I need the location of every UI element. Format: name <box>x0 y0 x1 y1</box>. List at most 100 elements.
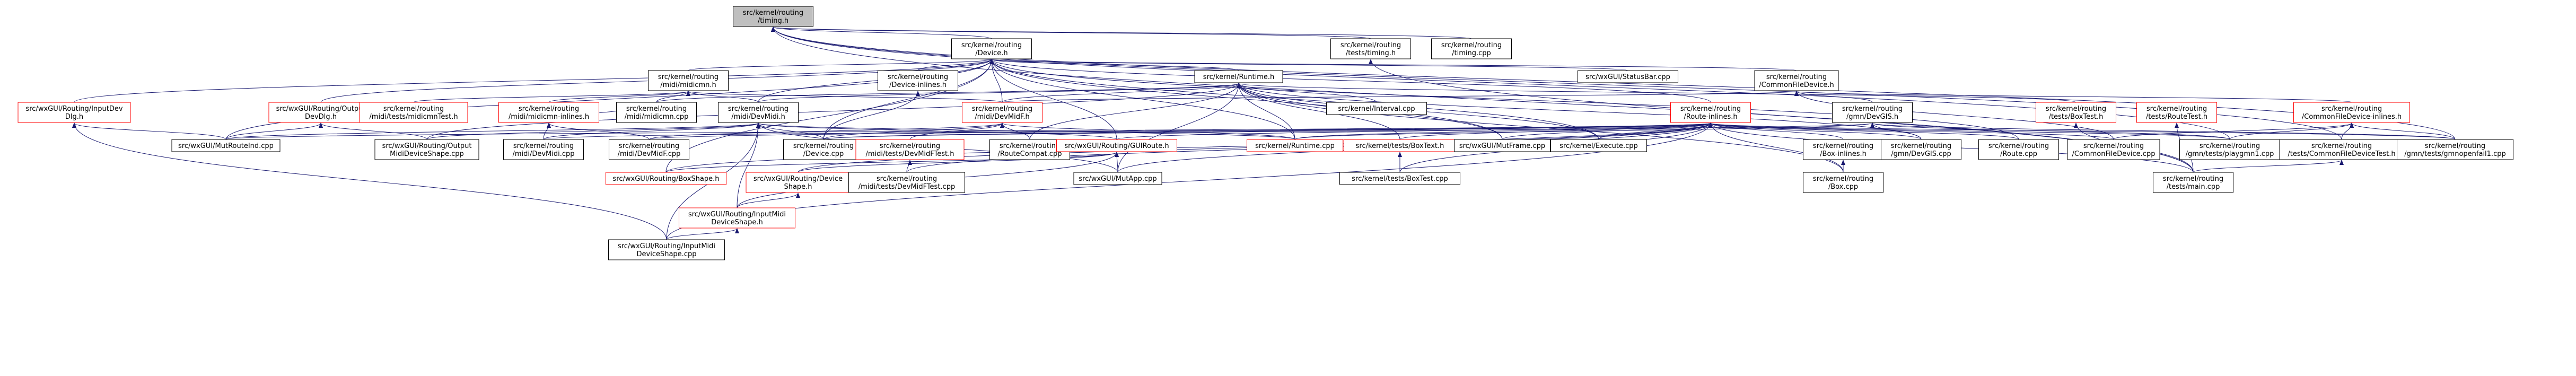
edge-inputdevdlg_h-to-device_h <box>74 59 994 103</box>
node-box <box>733 6 813 27</box>
node-gmn_devgis_h[interactable]: src/kernel/routing/gmn/DevGIS.h <box>1832 102 1913 123</box>
node-tests_boxtest_h[interactable]: src/kernel/routing/tests/BoxTest.h <box>2036 102 2116 123</box>
edge-device_cpp-to-device_inlines_h <box>823 91 920 140</box>
node-box <box>1578 70 1678 83</box>
node-box <box>679 207 795 229</box>
node-box <box>2293 102 2410 123</box>
node-label: src/wxGUI/Routing/InputDev <box>25 105 122 113</box>
node-box_inlines_h[interactable]: src/kernel/routing/Box-inlines.h <box>1803 139 1883 160</box>
node-devmidf_cpp[interactable]: src/kernel/routing/midi/DevMidF.cpp <box>609 139 689 160</box>
node-midicmn_inlines_h[interactable]: src/kernel/routing/midi/midicmn-inlines.… <box>498 102 599 123</box>
node-tests_routetest_h[interactable]: src/kernel/routing/tests/RouteTest.h <box>2136 102 2217 123</box>
node-label: src/wxGUI/StatusBar.cpp <box>1585 73 1670 81</box>
node-device_h[interactable]: src/kernel/routing/Device.h <box>951 38 1032 59</box>
edge-commonfiledevice_cpp-to-commonfiledevice_h <box>1794 91 2114 140</box>
node-playgmn_cpp[interactable]: src/kernel/routing/gmn/tests/playgmn1.cp… <box>2179 139 2280 160</box>
node-devmidi_h[interactable]: src/kernel/routing/midi/DevMidi.h <box>718 102 799 123</box>
node-runtime_cpp[interactable]: src/kernel/Runtime.cpp <box>1247 139 1343 152</box>
node-boxshape_h[interactable]: src/wxGUI/Routing/BoxShape.h <box>606 172 726 185</box>
node-interval_cpp[interactable]: src/kernel/Interval.cpp <box>1326 102 1427 115</box>
node-runtime_h[interactable]: src/kernel/Runtime.h <box>1194 70 1283 83</box>
node-label: src/kernel/Runtime.cpp <box>1255 142 1335 150</box>
node-tests_main_cpp[interactable]: src/kernel/routing/tests/main.cpp <box>2153 172 2233 193</box>
node-commonfiledevice_inlines_h[interactable]: src/kernel/routing/CommonFileDevice-inli… <box>2293 102 2410 123</box>
node-mutframe_cpp[interactable]: src/wxGUI/MutFrame.cpp <box>1454 139 1550 152</box>
edge-outputdeviceshape_cpp-to-runtime_h <box>426 83 1241 140</box>
edge-devmidf_h-to-device_h <box>989 59 1003 103</box>
node-midicmntest_h[interactable]: src/kernel/routing/midi/tests/midicmnTes… <box>359 102 468 123</box>
edge-device_cpp-to-route_inlines_h <box>823 123 1712 140</box>
edge-inputmidideviceshape_cpp-to-inputmidideviceshape_h <box>666 228 739 240</box>
node-label: /CommonFileDevice.cpp <box>2072 150 2156 158</box>
node-box <box>1326 102 1427 115</box>
node-statusbar_cpp[interactable]: src/wxGUI/StatusBar.cpp <box>1578 70 1678 83</box>
node-timing_cpp[interactable]: src/kernel/routing/timing.cpp <box>1431 38 1512 59</box>
node-label: src/wxGUI/Routing/GUIRoute.h <box>1064 142 1169 150</box>
node-label: DeviceShape.cpp <box>637 250 697 258</box>
edge-midicmn_cpp-to-runtime_h <box>656 83 1241 103</box>
node-label: src/kernel/routing <box>2163 175 2223 183</box>
node-execute_cpp[interactable]: src/kernel/Execute.cpp <box>1550 139 1647 152</box>
edge-playgmn_cpp-to-timing_h <box>771 27 2230 140</box>
node-route_cpp[interactable]: src/kernel/routing/Route.cpp <box>1978 139 2059 160</box>
node-tests_timing_h[interactable]: src/kernel/routing/tests/timing.h <box>1330 38 1411 59</box>
edge-devmidf_cpp-to-midicmn_inlines_h <box>547 123 650 140</box>
node-gmn_devgis_cpp[interactable]: src/kernel/routing/gmn/DevGIS.cpp <box>1881 139 1961 160</box>
node-midicmn_h[interactable]: src/kernel/routing/midi/midicmn.h <box>648 70 729 91</box>
node-box <box>951 38 1032 59</box>
node-devmidf_h[interactable]: src/kernel/routing/midi/DevMidF.h <box>962 102 1042 123</box>
node-label: src/wxGUI/MutApp.cpp <box>1079 175 1156 183</box>
node-kernel_boxtest_cpp[interactable]: src/kernel/tests/BoxTest.cpp <box>1339 172 1460 185</box>
node-box <box>855 139 965 160</box>
node-label: MidiDeviceShape.cpp <box>390 150 464 158</box>
node-label: src/kernel/routing <box>728 105 788 113</box>
node-outputdeviceshape_cpp[interactable]: src/wxGUI/Routing/OutputMidiDeviceShape.… <box>374 139 479 160</box>
edge-tests_boxtest_h-to-runtime_h <box>1237 83 2076 103</box>
node-devmidftest_cpp[interactable]: src/kernel/routing/midi/tests/DevMidFTes… <box>848 172 965 193</box>
node-devmidi_cpp[interactable]: src/kernel/routing/midi/DevMidi.cpp <box>503 139 584 160</box>
node-guiroute_h[interactable]: src/wxGUI/Routing/GUIRoute.h <box>1056 139 1177 152</box>
node-label: src/kernel/routing <box>2321 105 2382 113</box>
node-box <box>268 102 373 123</box>
node-midicmn_cpp[interactable]: src/kernel/routing/midi/midicmn.cpp <box>616 102 697 123</box>
node-inputmidideviceshape_cpp[interactable]: src/wxGUI/Routing/InputMidiDeviceShape.c… <box>608 239 725 260</box>
node-label: /Device-inlines.h <box>889 81 947 89</box>
node-deviceshape_h[interactable]: src/wxGUI/Routing/DeviceShape.h <box>746 172 851 193</box>
node-label: Shape.h <box>784 183 812 191</box>
edge-deviceshape_h-to-guiroute_h <box>798 152 1119 173</box>
node-box_cpp[interactable]: src/kernel/routing/Box.cpp <box>1803 172 1883 193</box>
node-box <box>1431 38 1512 59</box>
node-device_cpp[interactable]: src/kernel/routing/Device.cpp <box>783 139 864 160</box>
node-label: src/kernel/routing <box>2146 105 2207 113</box>
node-label: /tests/RouteTest.h <box>2146 113 2207 121</box>
node-commonfiledevice_cpp[interactable]: src/kernel/routing/CommonFileDevice.cpp <box>2067 139 2160 160</box>
node-box <box>374 139 479 160</box>
node-label: src/kernel/routing <box>626 105 687 113</box>
node-box <box>1247 139 1343 152</box>
node-label: /midi/tests/DevMidFTest.cpp <box>858 183 955 191</box>
node-kernel_boxtext_h[interactable]: src/kernel/tests/BoxText.h <box>1343 139 1457 152</box>
node-route_inlines_h[interactable]: src/kernel/routing/Route-inlines.h <box>1670 102 1751 123</box>
node-device_inlines_h[interactable]: src/kernel/routing/Device-inlines.h <box>878 70 958 91</box>
node-commonfiledevice_h[interactable]: src/kernel/routing/CommonFileDevice.h <box>1754 70 1839 91</box>
edge-commonfiledevice_h-to-device_h <box>990 59 1797 71</box>
node-label: Dlg.h <box>65 113 83 121</box>
edge-gmnopenfail_cpp-to-gmn_devgis_h <box>1870 123 2456 140</box>
edge-midicmn_h-to-device_h <box>688 59 994 71</box>
edge-device_cpp-to-device_h <box>823 59 994 140</box>
edge-mutrouteind_cpp-to-inputdevdlg_h <box>72 123 226 140</box>
node-label: src/kernel/tests/BoxText.h <box>1356 142 1444 150</box>
node-box <box>616 102 697 123</box>
node-mutrouteind_cpp[interactable]: src/wxGUI/MutRouteInd.cpp <box>171 139 281 152</box>
node-gmnopenfail_cpp[interactable]: src/kernel/routing/gmn/tests/gmnopenfail… <box>2397 139 2513 160</box>
edge-devmidf_h-to-runtime_h <box>1002 83 1241 103</box>
node-label: src/kernel/routing <box>743 9 803 17</box>
node-box <box>962 102 1042 123</box>
node-devmidftest_h[interactable]: src/kernel/routing/midi/tests/DevMidFTes… <box>855 139 965 160</box>
node-commonfiledevicetest_h[interactable]: src/kernel/routing/tests/CommonFileDevic… <box>2279 139 2404 160</box>
node-mutapp_cpp[interactable]: src/wxGUI/MutApp.cpp <box>1073 172 1162 185</box>
node-label: src/kernel/routing <box>519 105 579 113</box>
